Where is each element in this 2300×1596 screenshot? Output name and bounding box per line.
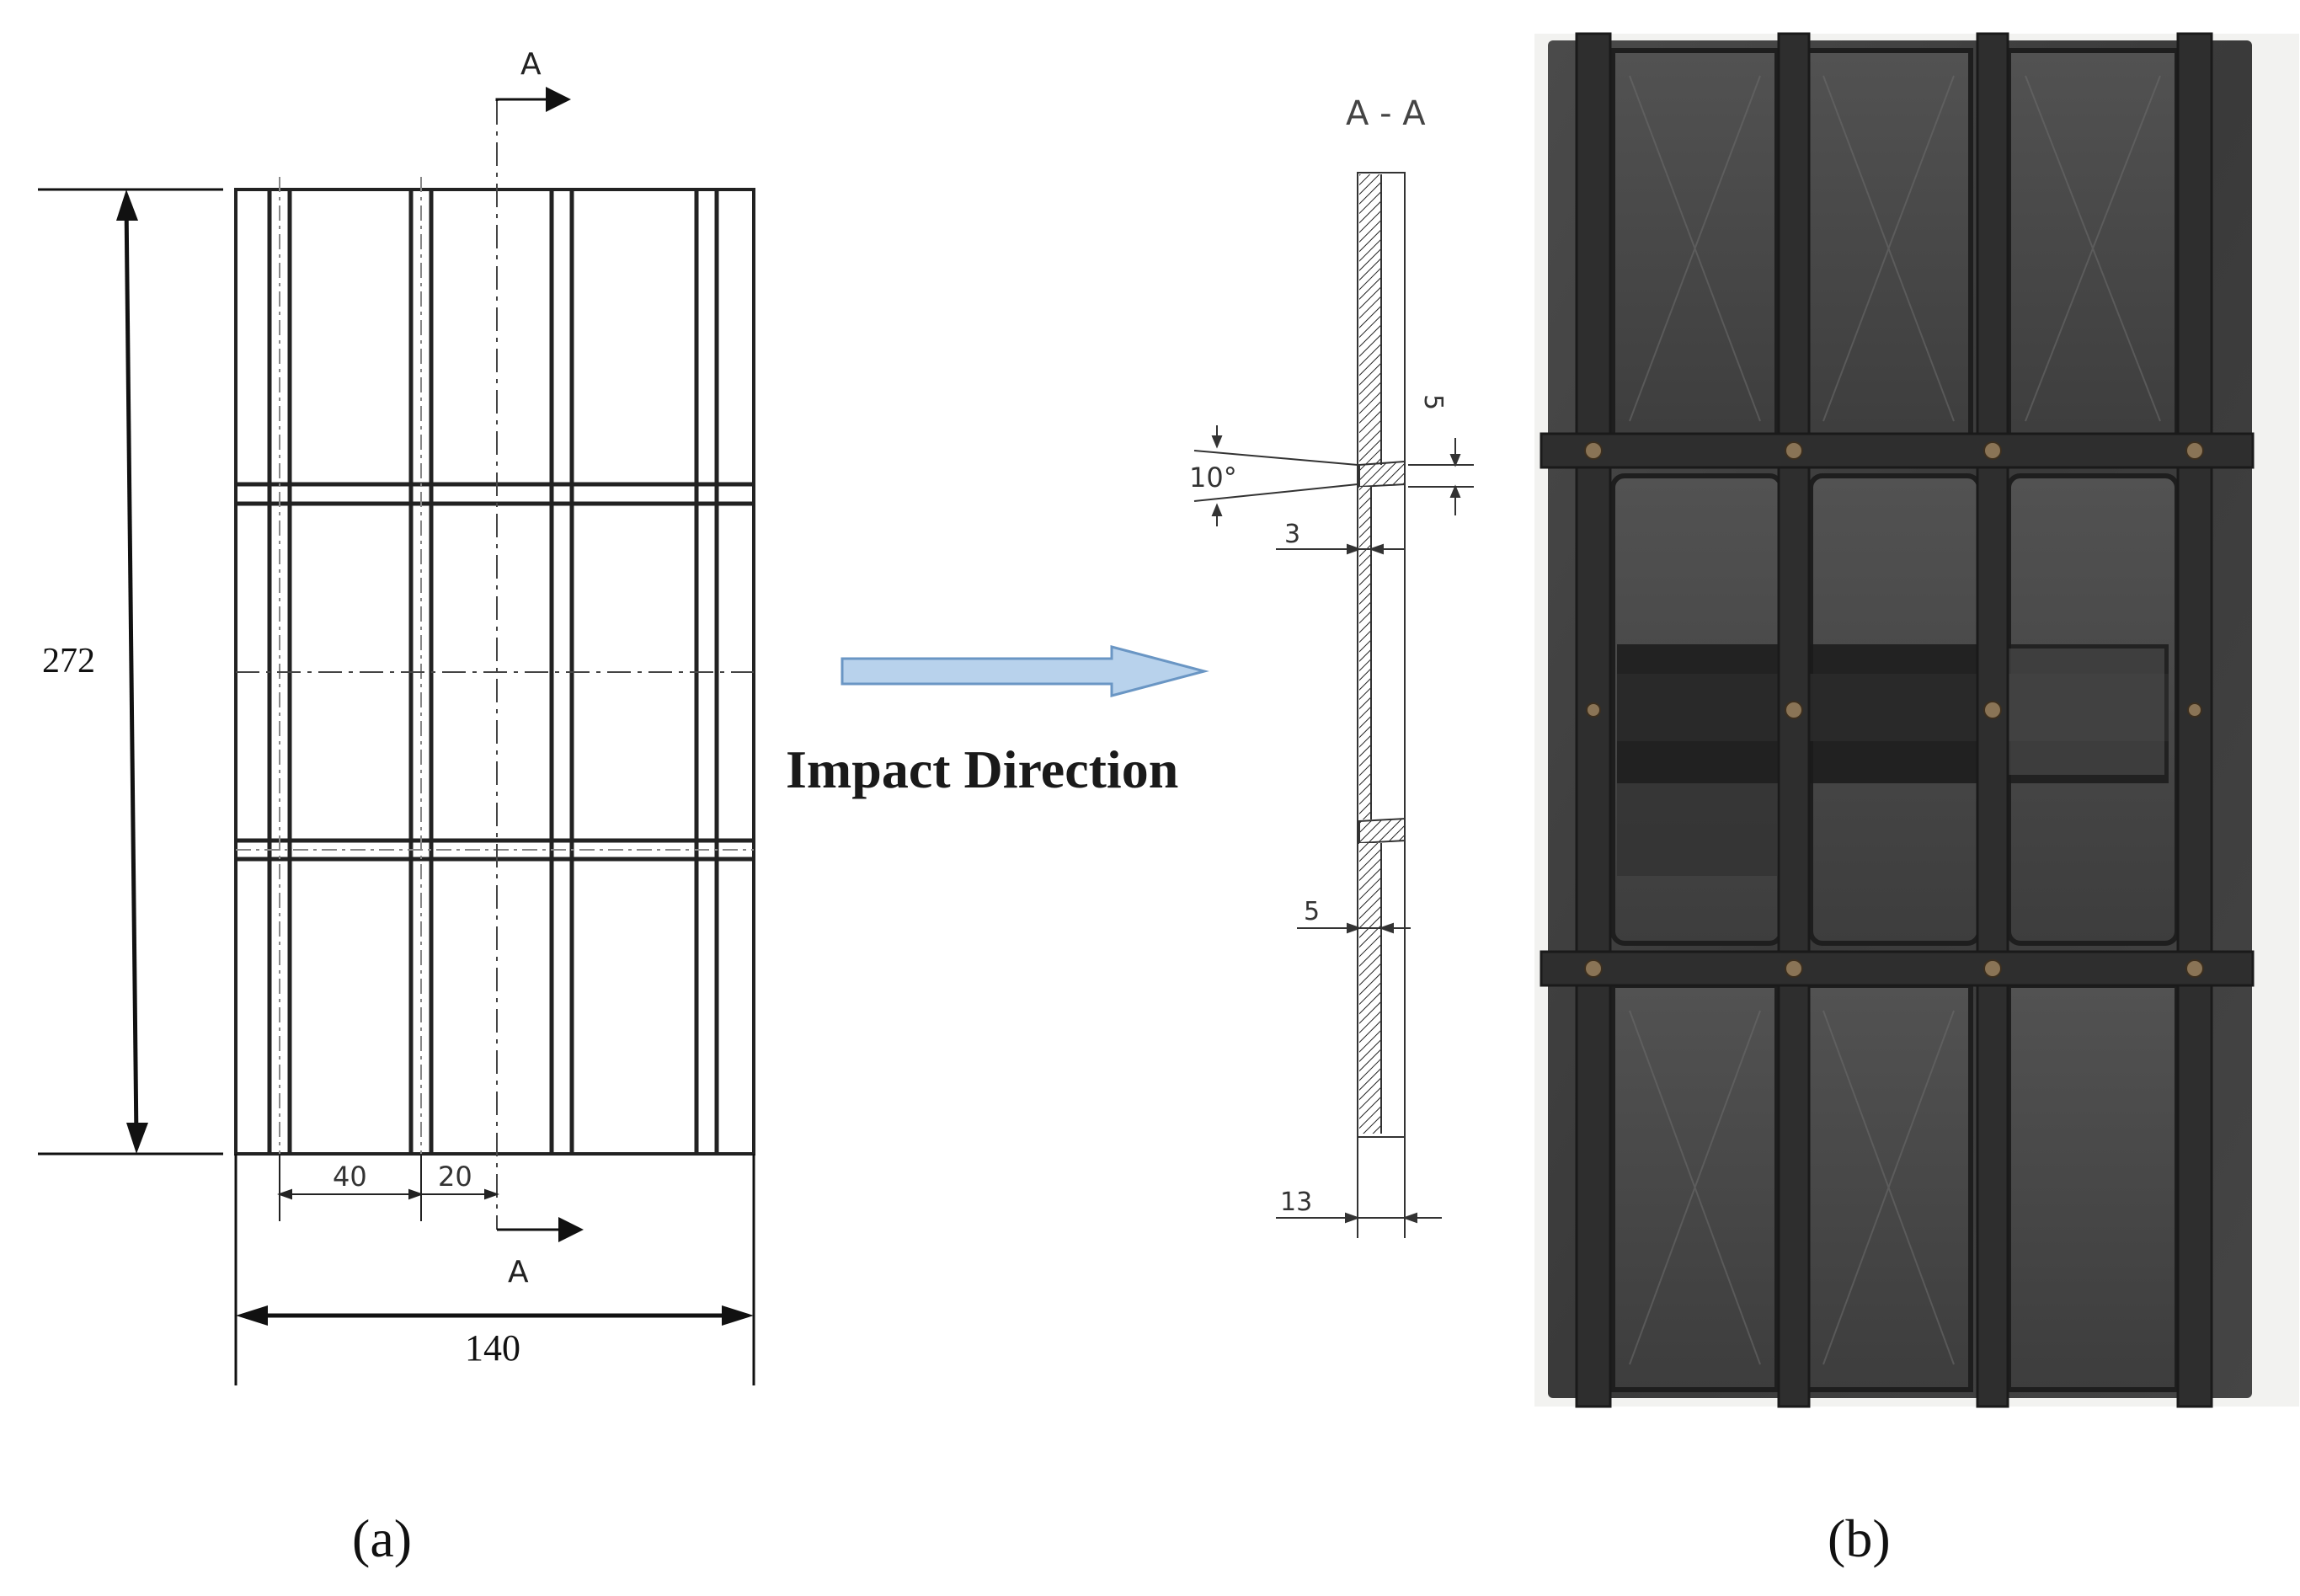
plan-drawing: A A 272 40 20 140 [38, 47, 755, 1385]
scratch-marks [1629, 75, 2161, 1365]
section-view: A - A 10° [1189, 94, 1474, 1238]
horizontal-ribs [236, 482, 754, 862]
dim-thick-wall-label: 5 [1304, 897, 1320, 926]
section-title: A - A [1346, 94, 1426, 133]
dim-angle-label: 10° [1189, 462, 1237, 494]
height-dimension [38, 188, 223, 1156]
caption-a: (a) [352, 1508, 412, 1568]
section-marker-bottom: A [508, 1255, 529, 1289]
total-thickness-dimension [1276, 1212, 1442, 1224]
dim-offset-label: 20 [438, 1161, 472, 1193]
dim-height-label: 272 [42, 642, 95, 681]
dim-rib-height-label: 5 [1418, 394, 1448, 410]
dim-total-thickness-label: 13 [1280, 1188, 1312, 1217]
dim-bay-label: 40 [333, 1161, 367, 1193]
thin-wall-dimension [1276, 543, 1405, 555]
panel-photo [1534, 32, 2299, 1408]
section-marker-arrows [495, 87, 584, 1242]
angle-dimension [1193, 425, 1358, 526]
section-marker-top: A [520, 47, 542, 82]
thick-wall-dimension [1297, 922, 1411, 934]
width-dimension [234, 1154, 755, 1385]
rivets [1584, 441, 2204, 978]
bay-dimension [277, 1154, 499, 1221]
caption-b: (b) [1828, 1508, 1891, 1568]
dim-width-label: 140 [465, 1327, 520, 1369]
dim-thin-wall-label: 3 [1284, 520, 1300, 549]
impact-arrow [840, 645, 1209, 697]
vertical-ribs [267, 189, 719, 1154]
rib-height-dimension [1408, 438, 1474, 515]
section-centerline [236, 101, 754, 1230]
impact-direction-label: Impact Direction [786, 739, 1178, 799]
impact-damage-band [1617, 644, 2169, 876]
panel-ribs [1540, 32, 2255, 1408]
